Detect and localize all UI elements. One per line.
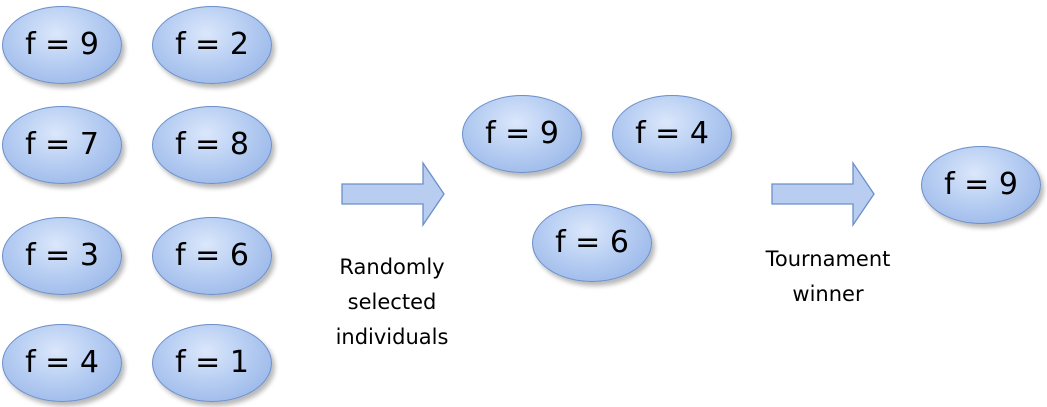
population-individual-5: f = 3 bbox=[2, 217, 122, 295]
selection-caption-line-3: individuals bbox=[335, 325, 449, 349]
selection-caption-line-2: selected bbox=[347, 290, 437, 314]
winner-caption-line-2: winner bbox=[792, 282, 864, 306]
selection-arrow bbox=[341, 160, 445, 228]
population-individual-3: f = 7 bbox=[2, 106, 122, 184]
tournament-arrow bbox=[771, 160, 875, 228]
population-individual-1: f = 9 bbox=[2, 6, 122, 84]
selected-individual-3: f = 6 bbox=[532, 204, 652, 282]
population-individual-8: f = 1 bbox=[152, 324, 272, 402]
population-individual-4: f = 8 bbox=[152, 106, 272, 184]
winner-caption-line-1: Tournament bbox=[765, 247, 891, 271]
selection-caption: Randomly selected individuals bbox=[320, 250, 464, 355]
selected-individual-1: f = 9 bbox=[462, 95, 582, 173]
winner-caption: Tournament winner bbox=[750, 242, 906, 312]
selection-caption-line-1: Randomly bbox=[339, 255, 445, 279]
population-individual-6: f = 6 bbox=[152, 217, 272, 295]
population-individual-2: f = 2 bbox=[152, 6, 272, 84]
tournament-winner: f = 9 bbox=[921, 146, 1041, 224]
population-individual-7: f = 4 bbox=[2, 324, 122, 402]
selected-individual-2: f = 4 bbox=[612, 95, 732, 173]
